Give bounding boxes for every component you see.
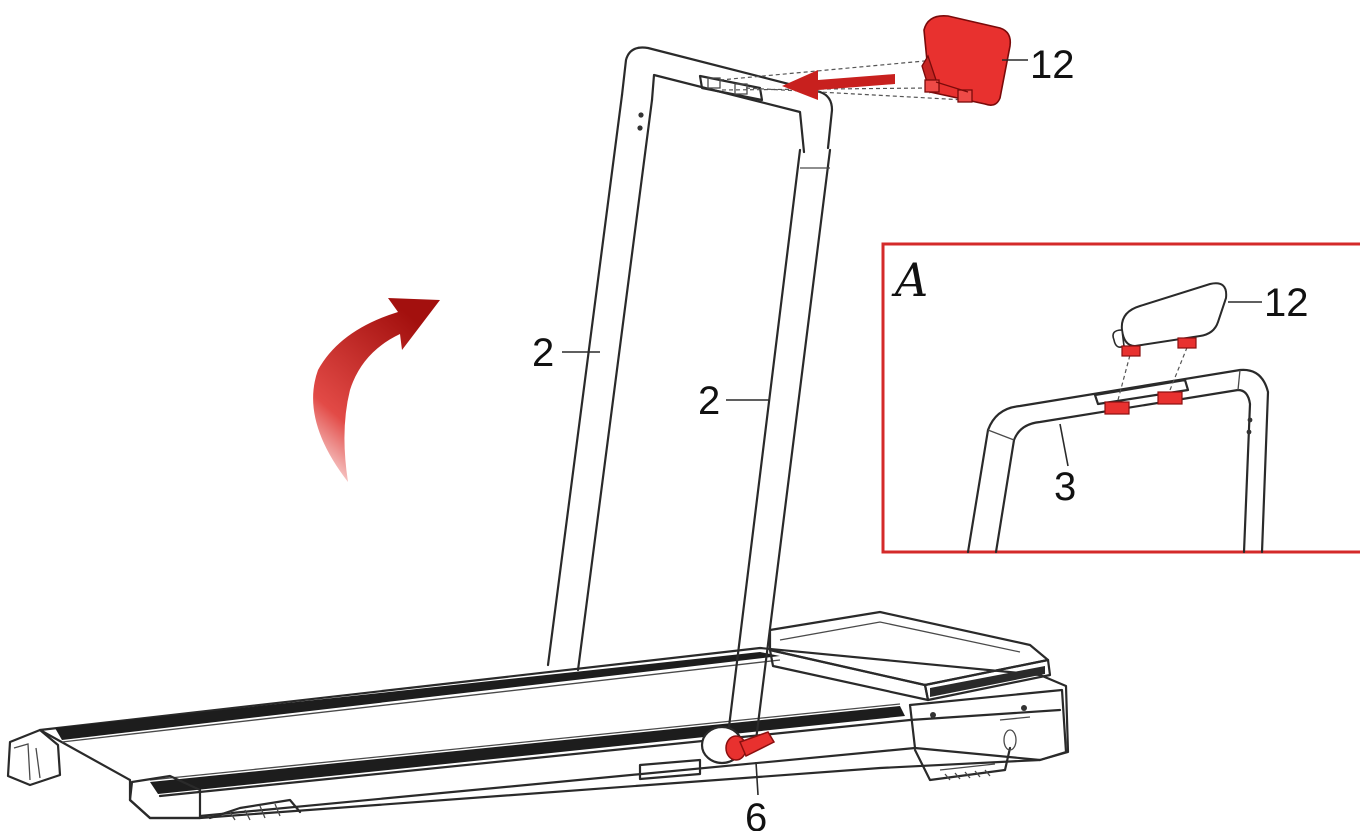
detail-inset-a: [881, 242, 1360, 554]
detail-letter-a: A: [891, 253, 928, 307]
detail-callout-phone-holder: 12: [1264, 281, 1309, 325]
treadmill-deck: [6, 646, 1070, 821]
detail-callout-bar: 3: [1054, 465, 1076, 509]
curved-up-arrow-icon: [313, 298, 440, 482]
left-upright: [546, 46, 834, 672]
motor-cover: [768, 610, 1052, 702]
folding-knob: [700, 725, 776, 796]
callout-phone-holder: 12: [1030, 43, 1075, 87]
console-mount: [698, 59, 966, 102]
callout-folding-knob: 6: [745, 796, 767, 831]
right-upright: [726, 148, 832, 742]
callout-left-upright: 2: [532, 331, 554, 375]
callout-right-upright: 2: [698, 379, 720, 423]
left-arrow-icon: [782, 70, 895, 100]
phone-holder-top: [921, 14, 1028, 106]
